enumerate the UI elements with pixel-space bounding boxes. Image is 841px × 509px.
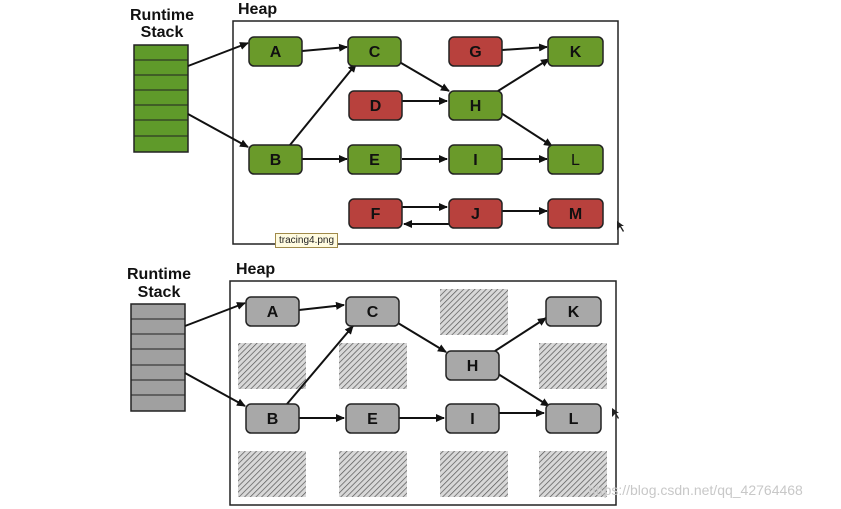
top-node-c: C <box>347 36 402 67</box>
svg-text:E: E <box>369 152 380 169</box>
svg-text:C: C <box>369 44 381 61</box>
watermark: https://blog.csdn.net/qq_42764468 <box>588 482 803 498</box>
top-heap-label: Heap <box>238 1 277 18</box>
image-filename-tooltip: tracing4.png <box>275 233 339 248</box>
bottom-diagram: Runtime Stack Heap <box>127 261 617 506</box>
top-runtime-stack <box>133 44 189 153</box>
svg-text:A: A <box>267 304 279 321</box>
svg-text:F: F <box>371 206 381 223</box>
bottom-node-e: E <box>345 403 400 434</box>
top-nodes: A B C D E F G <box>248 36 604 229</box>
top-node-b: B <box>248 144 303 175</box>
svg-text:M: M <box>569 206 582 223</box>
svg-text:E: E <box>367 411 378 428</box>
svg-text:K: K <box>570 44 582 61</box>
freed-memory-blocks <box>238 289 607 497</box>
top-node-e: E <box>347 144 402 175</box>
svg-text:A: A <box>270 44 282 61</box>
top-node-k: K <box>547 36 604 67</box>
svg-text:H: H <box>470 98 482 115</box>
svg-text:D: D <box>370 98 382 115</box>
bottom-runtime-stack <box>130 303 186 412</box>
bottom-node-c: C <box>345 296 400 327</box>
bottom-node-b: B <box>245 403 300 434</box>
top-node-m: M <box>547 198 604 229</box>
bottom-node-a: A <box>245 296 300 327</box>
svg-text:B: B <box>267 411 279 428</box>
bottom-node-i: I <box>445 403 500 434</box>
top-node-h: H <box>448 90 503 121</box>
svg-text:H: H <box>467 358 479 375</box>
bottom-stack-label-line1: Runtime <box>127 266 191 283</box>
bottom-node-l: L <box>545 403 602 434</box>
cursor-icon <box>612 408 619 419</box>
top-node-f: F <box>348 198 403 229</box>
svg-text:K: K <box>568 304 580 321</box>
svg-text:L: L <box>571 152 580 169</box>
svg-text:C: C <box>367 304 379 321</box>
top-node-j: J <box>448 198 503 229</box>
top-stack-label-line2: Stack <box>141 24 184 41</box>
bottom-heap-label: Heap <box>236 261 275 278</box>
bottom-nodes: A B C E H I K <box>245 296 602 434</box>
svg-text:I: I <box>470 411 474 428</box>
svg-text:B: B <box>270 152 282 169</box>
top-diagram: Runtime Stack Heap <box>130 1 619 245</box>
bottom-edges <box>184 301 550 422</box>
top-node-a: A <box>248 36 303 67</box>
top-node-g: G <box>448 36 503 67</box>
top-edges <box>187 42 553 228</box>
bottom-node-k: K <box>545 296 602 327</box>
top-node-i: I <box>448 144 503 175</box>
bottom-heap-box <box>229 280 617 506</box>
bottom-node-h: H <box>445 350 500 381</box>
top-stack-label-line1: Runtime <box>130 7 194 24</box>
cursor-icon <box>617 221 624 232</box>
bottom-stack-label-line2: Stack <box>138 284 181 301</box>
svg-text:G: G <box>469 44 481 61</box>
top-heap-box <box>232 20 619 245</box>
svg-text:J: J <box>471 206 480 223</box>
top-node-d: D <box>348 90 403 121</box>
svg-text:I: I <box>473 152 477 169</box>
svg-text:L: L <box>569 411 579 428</box>
top-node-l: L <box>547 144 604 175</box>
